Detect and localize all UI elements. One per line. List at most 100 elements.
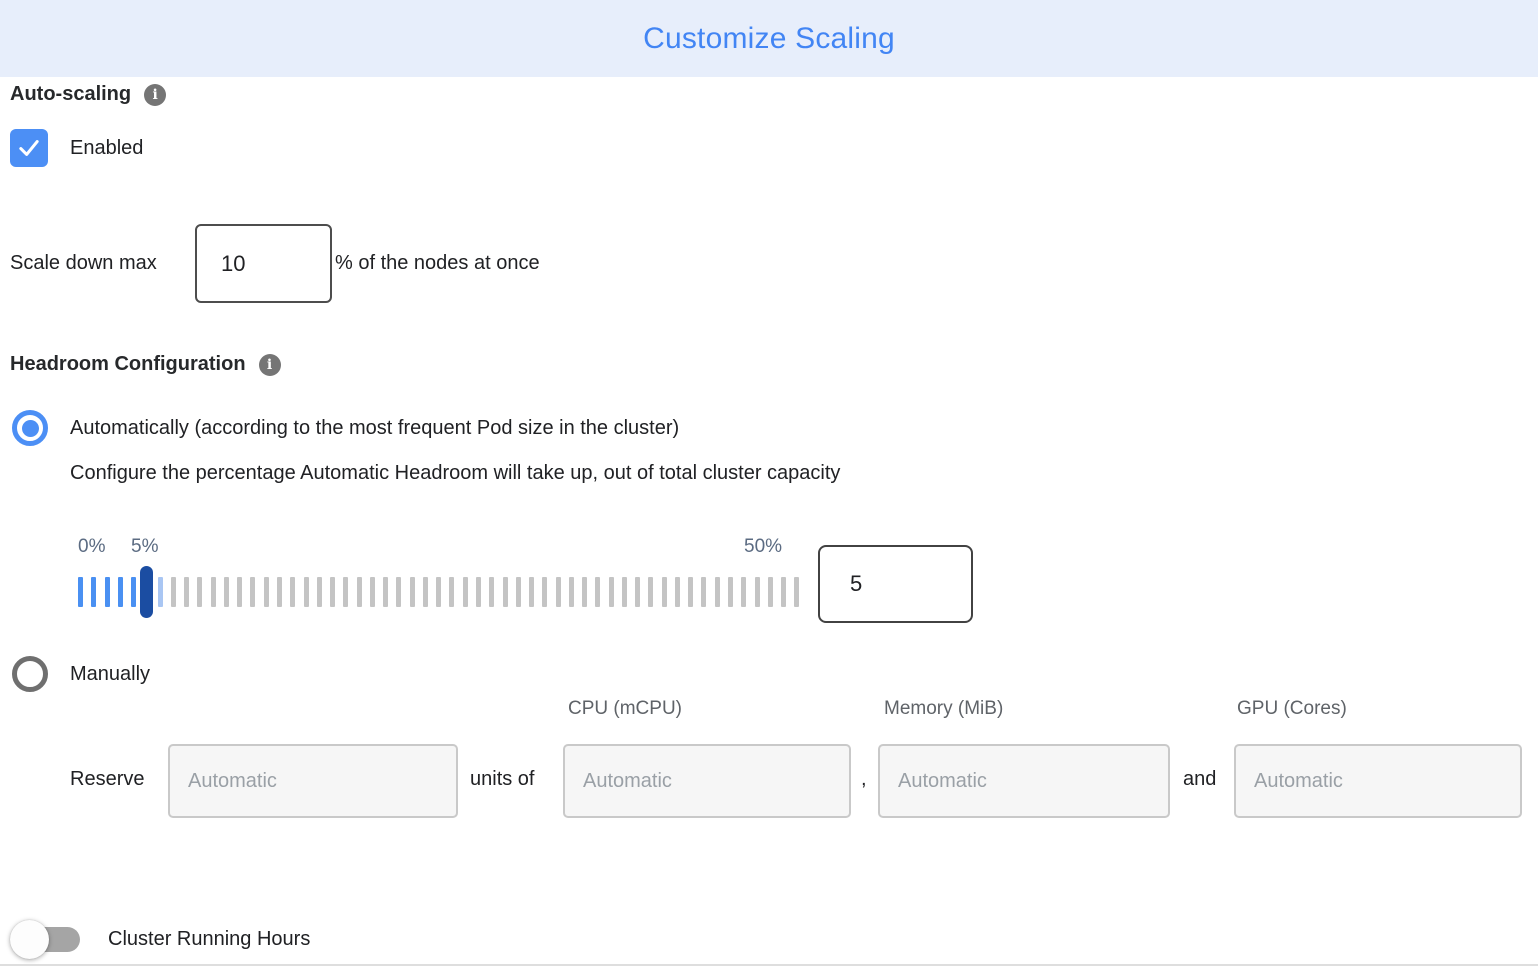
slider-tick — [316, 577, 322, 607]
slider-tick — [462, 577, 468, 607]
enabled-checkbox[interactable] — [10, 129, 48, 167]
slider-tick — [595, 577, 601, 607]
slider-tick — [475, 577, 481, 607]
reserve-label: Reserve — [70, 768, 145, 790]
slider-tick — [91, 577, 97, 607]
slider-tick — [369, 577, 375, 607]
slider-tick — [754, 577, 760, 607]
slider-tick — [104, 577, 110, 607]
slider-tick — [741, 577, 747, 607]
slider-tick — [223, 577, 229, 607]
info-icon[interactable]: i — [258, 353, 281, 376]
headroom-slider-handle[interactable] — [140, 566, 153, 618]
headroom-configuration-label: Headroom Configuration — [10, 353, 246, 375]
slider-min-label: 0% — [78, 536, 106, 557]
radio-automatically[interactable] — [12, 410, 48, 446]
auto-scaling-label: Auto-scaling — [10, 83, 132, 105]
bottom-divider — [0, 964, 1538, 966]
slider-tick — [582, 577, 588, 607]
slider-tick — [781, 577, 787, 607]
slider-scale-labels: 0% 5% 50% — [0, 536, 1000, 560]
auto-scaling-section-heading: Auto-scaling i — [10, 83, 167, 106]
radio-manually-label: Manually — [70, 662, 151, 685]
slider-tick — [714, 577, 720, 607]
slider-tick — [237, 577, 243, 607]
slider-tick — [422, 577, 428, 607]
slider-tick — [502, 577, 508, 607]
column-header-memory: Memory (MiB) — [884, 698, 1004, 719]
cluster-running-hours-toggle[interactable] — [10, 918, 82, 960]
slider-tick — [184, 577, 190, 607]
slider-tick — [250, 577, 256, 607]
slider-tick — [648, 577, 654, 607]
slider-tick — [568, 577, 574, 607]
slider-tick — [303, 577, 309, 607]
radio-selected-dot — [21, 419, 39, 437]
comma-separator: , — [861, 768, 867, 790]
slider-tick — [449, 577, 455, 607]
reserve-gpu-input[interactable] — [1234, 744, 1522, 818]
slider-tick — [794, 577, 800, 607]
slider-tick — [529, 577, 535, 607]
reserve-cpu-input[interactable] — [563, 744, 851, 818]
slider-tick — [330, 577, 336, 607]
slider-tick — [436, 577, 442, 607]
slider-tick — [117, 577, 123, 607]
headroom-slider-track[interactable] — [78, 577, 800, 607]
automatic-headroom-description: Configure the percentage Automatic Headr… — [70, 462, 841, 484]
slider-tick — [542, 577, 548, 607]
slider-tick — [409, 577, 415, 607]
scale-down-row: Scale down max % of the nodes at once — [10, 224, 540, 303]
scale-down-suffix-label: % of the nodes at once — [335, 252, 540, 274]
slider-tick — [635, 577, 641, 607]
radio-manually[interactable] — [12, 656, 48, 692]
reserve-units-input[interactable] — [168, 744, 458, 818]
headroom-percentage-input[interactable] — [818, 545, 973, 623]
slider-tick — [489, 577, 495, 607]
slider-tick — [343, 577, 349, 607]
and-label: and — [1183, 768, 1217, 790]
slider-tick — [515, 577, 521, 607]
page-title: Customize Scaling — [643, 21, 895, 55]
slider-tick — [674, 577, 680, 607]
info-icon[interactable]: i — [144, 83, 167, 106]
auto-scaling-enabled-row: Enabled — [10, 129, 143, 167]
slider-tick — [728, 577, 734, 607]
reserve-memory-input[interactable] — [878, 744, 1170, 818]
headroom-section-heading: Headroom Configuration i — [10, 353, 281, 376]
column-header-cpu: CPU (mCPU) — [568, 698, 682, 719]
slider-tick — [767, 577, 773, 607]
headroom-automatic-option-row: Automatically (according to the most fre… — [12, 410, 679, 446]
panel-header: Customize Scaling — [0, 0, 1538, 77]
slider-tick — [131, 577, 137, 607]
headroom-manual-option-row: Manually — [12, 656, 150, 692]
radio-automatically-label: Automatically (according to the most fre… — [70, 416, 680, 439]
slider-tick — [210, 577, 216, 607]
cluster-running-hours-label: Cluster Running Hours — [108, 927, 311, 950]
enabled-checkbox-label: Enabled — [70, 136, 144, 159]
units-of-label: units of — [470, 768, 535, 790]
slider-tick — [555, 577, 561, 607]
slider-tick — [197, 577, 203, 607]
cluster-running-hours-row: Cluster Running Hours — [10, 918, 310, 960]
check-icon — [15, 134, 43, 162]
slider-tick — [263, 577, 269, 607]
slider-tick — [276, 577, 282, 607]
column-header-gpu: GPU (Cores) — [1237, 698, 1347, 719]
slider-tick — [383, 577, 389, 607]
scale-down-max-input[interactable] — [195, 224, 332, 303]
slider-tick — [290, 577, 296, 607]
slider-tick — [688, 577, 694, 607]
toggle-knob — [10, 920, 49, 959]
slider-tick — [157, 577, 163, 607]
slider-tick — [170, 577, 176, 607]
slider-tick — [608, 577, 614, 607]
slider-tick — [396, 577, 402, 607]
slider-tick — [701, 577, 707, 607]
slider-tick — [78, 577, 83, 607]
slider-tick — [621, 577, 627, 607]
slider-max-label: 50% — [744, 536, 783, 557]
slider-current-label: 5% — [131, 536, 159, 557]
slider-tick — [356, 577, 362, 607]
